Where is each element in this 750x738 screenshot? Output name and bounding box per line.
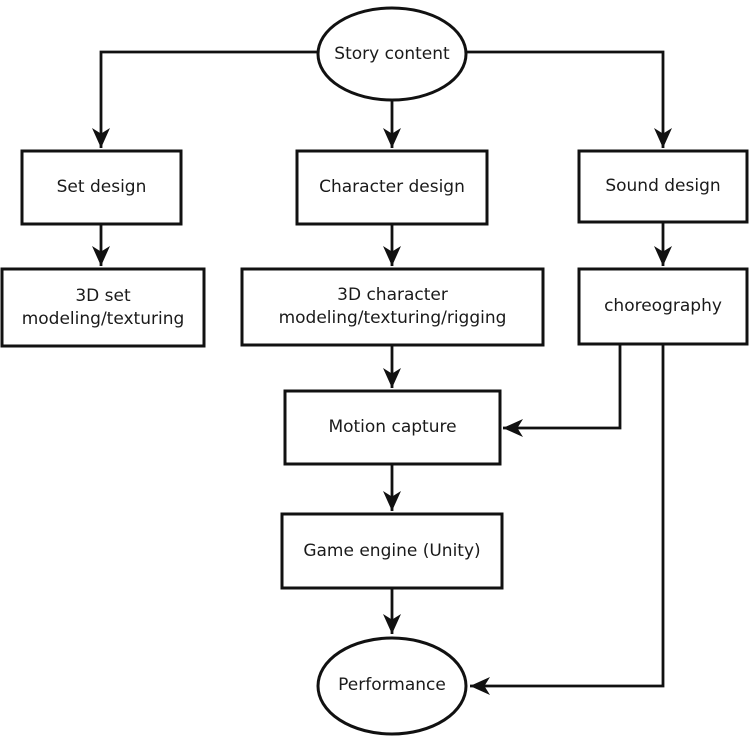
node-shape-set-design — [20, 149, 183, 226]
edge-story-content-to-set-design — [92, 50, 318, 148]
node-shape-character-design — [295, 149, 489, 226]
node-shape-sound-design — [577, 149, 749, 224]
node-shape-game-engine — [280, 512, 504, 590]
edge-choreography-to-performance — [470, 344, 665, 695]
node-shape-choreography — [577, 267, 749, 346]
edge-story-content-to-sound-design — [466, 50, 672, 148]
node-shape-3d-set — [0, 267, 206, 348]
node-shape-story-content — [316, 6, 468, 102]
edge-choreography-to-motion-capture — [503, 344, 622, 437]
node-shape-motion-capture — [283, 389, 502, 466]
node-shape-3d-character — [240, 267, 545, 347]
node-shape-performance — [316, 636, 468, 736]
